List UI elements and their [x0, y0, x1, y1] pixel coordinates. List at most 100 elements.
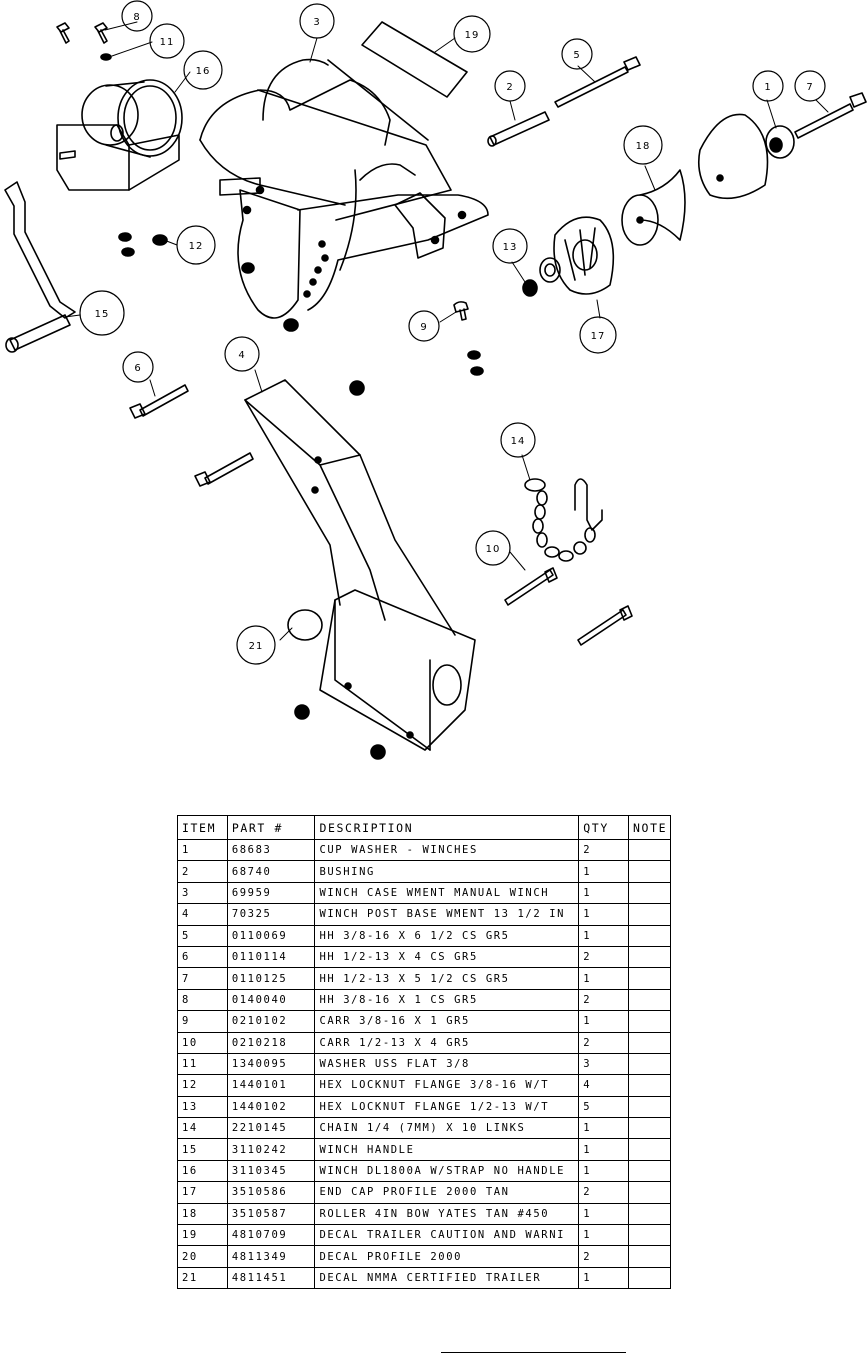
chain-part-14 — [524, 478, 603, 562]
callout-21: 21 — [236, 625, 276, 665]
header-description: DESCRIPTION — [314, 815, 580, 840]
callout-12: 12 — [176, 225, 216, 265]
cell-note — [628, 945, 671, 969]
callout-14: 14 — [500, 422, 536, 458]
cell-part: 0110114 — [226, 945, 316, 969]
cell-part: 68683 — [226, 838, 316, 862]
winch-handle-part-15 — [4, 181, 76, 353]
cell-desc: WASHER USS FLAT 3/8 — [314, 1052, 580, 1076]
svg-text:9: 9 — [420, 322, 427, 333]
bushing-part-2 — [487, 111, 550, 147]
cell-item: 1 — [177, 838, 228, 862]
cell-part: 0210218 — [226, 1031, 316, 1054]
cell-note — [628, 988, 671, 1012]
cell-item: 9 — [177, 1010, 228, 1033]
callout-6: 6 — [122, 351, 154, 383]
callout-2: 2 — [494, 70, 526, 102]
washer-part-11 — [100, 53, 112, 61]
cell-part: 2210145 — [226, 1117, 316, 1140]
cell-qty: 1 — [578, 1138, 630, 1161]
cell-note — [628, 860, 671, 883]
cell-desc: WINCH DL1800A W/STRAP NO HANDLE — [314, 1159, 580, 1183]
cell-note — [628, 1159, 671, 1183]
cell-qty: 1 — [578, 1224, 630, 1247]
cell-qty: 1 — [578, 1159, 630, 1183]
locknut-part-13c — [294, 704, 310, 720]
cell-desc: HH 1/2-13 X 4 CS GR5 — [314, 945, 580, 969]
cell-part: 70325 — [226, 903, 316, 926]
cell-note — [628, 1181, 671, 1204]
svg-text:8: 8 — [133, 12, 140, 23]
cell-item: 6 — [177, 945, 228, 969]
cell-item: 14 — [177, 1117, 228, 1140]
cell-part: 1440102 — [226, 1095, 316, 1119]
callout-1: 1 — [752, 70, 784, 102]
callout-19: 19 — [453, 15, 491, 53]
cell-item: 21 — [177, 1266, 228, 1290]
svg-text:10: 10 — [486, 544, 501, 555]
cell-item: 17 — [177, 1181, 228, 1204]
cell-note — [628, 1010, 671, 1033]
cell-item: 16 — [177, 1159, 228, 1183]
cell-item: 10 — [177, 1031, 228, 1054]
svg-text:17: 17 — [591, 331, 606, 342]
cell-part: 3110242 — [226, 1138, 316, 1161]
svg-text:14: 14 — [511, 436, 526, 447]
cell-item: 4 — [177, 903, 228, 926]
svg-text:11: 11 — [160, 37, 175, 48]
end-cap-part-17 — [539, 216, 615, 295]
svg-text:4: 4 — [238, 350, 245, 361]
bolt-part-7 — [794, 92, 867, 139]
cell-desc: DECAL TRAILER CAUTION AND WARNI — [314, 1224, 580, 1247]
callout-9: 9 — [408, 310, 440, 342]
decal-part-19 — [361, 21, 468, 98]
cell-item: 19 — [177, 1224, 228, 1247]
locknut-part-13b — [349, 380, 365, 396]
cell-item: 8 — [177, 988, 228, 1012]
winch-case-part-3 — [199, 58, 489, 319]
cell-item: 15 — [177, 1138, 228, 1161]
cell-qty: 2 — [578, 838, 630, 862]
svg-text:6: 6 — [134, 363, 141, 374]
svg-text:1: 1 — [764, 82, 771, 93]
carriage-bolt-part-10 — [504, 567, 633, 646]
svg-text:13: 13 — [503, 242, 518, 253]
header-note: NOTE — [628, 815, 671, 840]
cell-part: 0210102 — [226, 1010, 316, 1033]
svg-text:7: 7 — [806, 82, 813, 93]
cell-desc: CARR 3/8-16 X 1 GR5 — [314, 1010, 580, 1033]
cell-desc: DECAL NMMA CERTIFIED TRAILER — [314, 1266, 580, 1290]
cell-qty: 1 — [578, 924, 630, 947]
cell-qty: 2 — [578, 1031, 630, 1054]
exploded-parts-diagram: 1 2 3 4 5 6 7 8 9 10 11 12 13 14 15 16 1… — [4, 0, 867, 760]
cell-desc: HH 1/2-13 X 5 1/2 CS GR5 — [314, 967, 580, 990]
cell-qty: 1 — [578, 1117, 630, 1140]
cell-note — [628, 881, 671, 905]
cell-desc: CUP WASHER - WINCHES — [314, 838, 580, 862]
cell-note — [628, 1031, 671, 1054]
cell-item: 2 — [177, 860, 228, 883]
svg-text:2: 2 — [506, 82, 513, 93]
cell-qty: 1 — [578, 1010, 630, 1033]
cell-part: 4811349 — [226, 1245, 316, 1268]
cell-note — [628, 1052, 671, 1076]
cell-part: 4810709 — [226, 1224, 316, 1247]
cell-qty: 1 — [578, 1266, 630, 1290]
callout-7: 7 — [794, 70, 826, 102]
cell-qty: 2 — [578, 988, 630, 1012]
cell-item: 3 — [177, 881, 228, 905]
